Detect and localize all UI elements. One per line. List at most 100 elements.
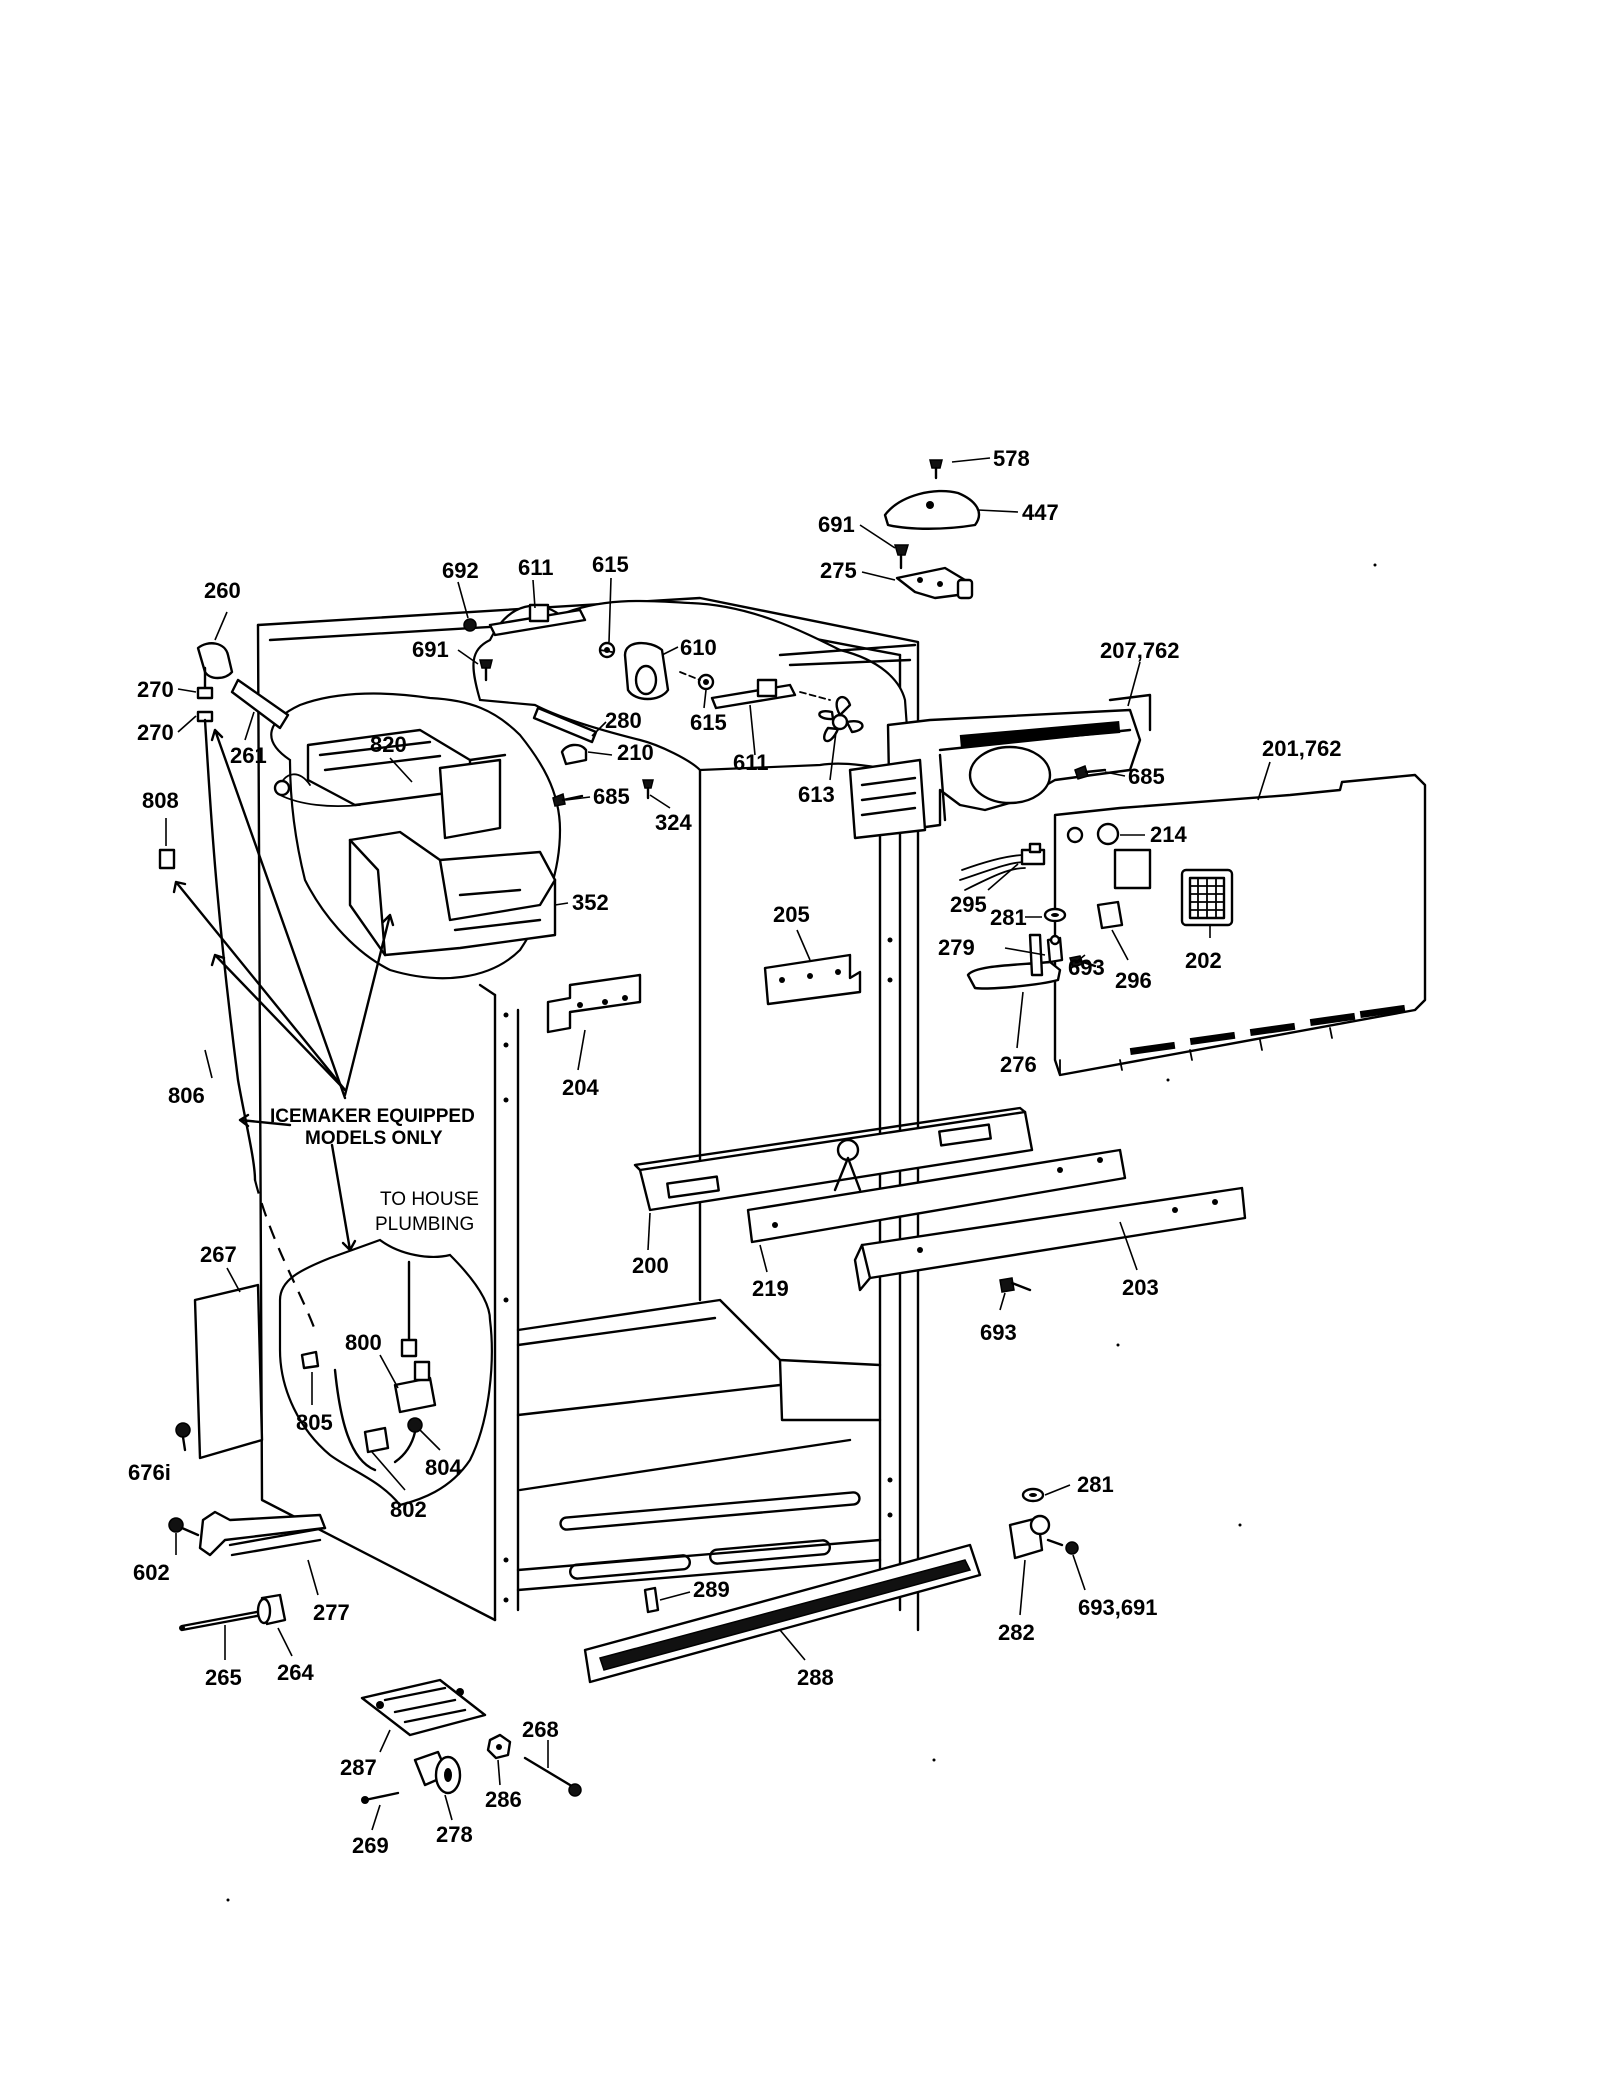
part-210-lamp: [560, 743, 588, 766]
part-578-screw: [929, 459, 943, 480]
part-278-roller: [413, 1750, 462, 1795]
label-802: 802: [390, 1497, 427, 1522]
leader-lines: [165, 457, 1271, 1831]
label-602: 602: [133, 1560, 170, 1585]
label-277: 277: [313, 1600, 350, 1625]
part-207-fan-shroud: [848, 693, 1152, 840]
label-324: 324: [655, 810, 692, 835]
part-203-rail: [853, 1186, 1247, 1292]
label-691-b: 691: [412, 637, 449, 662]
label-800: 800: [345, 1330, 382, 1355]
part-289-clip: [643, 1586, 660, 1614]
part-613-fan: [818, 695, 864, 743]
label-693-b: 693: [980, 1320, 1017, 1345]
part-286-nut: [486, 1733, 512, 1760]
plumbing-note-line2: PLUMBING: [375, 1214, 474, 1235]
part-805-clip: [300, 1350, 320, 1370]
part-281-grommet-a: [1043, 907, 1067, 923]
label-693-691: 693,691: [1078, 1595, 1158, 1620]
part-447-hinge-cover: [883, 489, 981, 530]
part-693-screw-c: [1046, 1538, 1079, 1555]
label-693-a: 693: [1068, 955, 1105, 980]
label-203: 203: [1122, 1275, 1159, 1300]
part-204-bracket: [546, 973, 642, 1034]
part-693-screw-b: [999, 1277, 1032, 1293]
part-277-bracket: [198, 1510, 327, 1557]
label-276: 276: [1000, 1052, 1037, 1077]
label-275: 275: [820, 558, 857, 583]
label-611-b: 611: [733, 750, 769, 775]
part-820-icemaker: [273, 728, 507, 840]
label-808: 808: [142, 788, 179, 813]
part-808-clamp: [158, 848, 176, 870]
label-278: 278: [436, 1822, 473, 1847]
part-279-valve: [1046, 934, 1064, 964]
label-691-a: 691: [818, 512, 855, 537]
part-691-screw-b: [479, 659, 493, 682]
notes: ICEMAKER EQUIPPED MODELS ONLY TO HOUSE P…: [270, 1106, 479, 1235]
plumbing-note-line1: TO HOUSE: [380, 1189, 479, 1210]
label-260: 260: [204, 578, 241, 603]
part-201-control-panel: [1053, 773, 1427, 1077]
label-610: 610: [680, 635, 717, 660]
label-352: 352: [572, 890, 609, 915]
plumbing-cutaway: [278, 1238, 493, 1507]
callout-arrows: [172, 728, 395, 1252]
label-804: 804: [425, 1455, 462, 1480]
label-805: 805: [296, 1410, 333, 1435]
part-265-shaft: [179, 1609, 264, 1632]
top-cutaway: [472, 599, 917, 772]
label-204: 204: [562, 1075, 599, 1100]
label-219: 219: [752, 1276, 789, 1301]
part-691-screw-a: [893, 544, 910, 570]
part-324-clip: [642, 779, 654, 800]
label-264: 264: [277, 1660, 314, 1685]
part-269-pin: [361, 1791, 400, 1804]
label-615-a: 615: [592, 552, 629, 577]
label-281-a: 281: [990, 905, 1027, 930]
label-270-b: 270: [137, 720, 174, 745]
part-276-bracket: [966, 933, 1062, 990]
label-692: 692: [442, 558, 479, 583]
part-282-roller-bracket: [1008, 1514, 1051, 1560]
part-267-panel: [193, 1283, 264, 1460]
label-288: 288: [797, 1665, 834, 1690]
label-205: 205: [773, 902, 810, 927]
part-270-nut-a: [196, 686, 214, 700]
label-281-b: 281: [1077, 1472, 1114, 1497]
part-280-pin: [532, 706, 598, 744]
label-279: 279: [938, 935, 975, 960]
part-804-fitting: [393, 1417, 423, 1464]
part-275-hinge: [895, 566, 974, 600]
label-210: 210: [617, 740, 654, 765]
label-269: 269: [352, 1833, 389, 1858]
part-685-screw-b: [1074, 764, 1107, 780]
part-202-light-shield: [1180, 868, 1234, 927]
label-214: 214: [1150, 822, 1187, 847]
part-611-bracket-a: [488, 603, 587, 637]
part-611-bracket-b: [599, 649, 831, 710]
label-295: 295: [950, 892, 987, 917]
part-214-knob: [1096, 822, 1120, 846]
part-602-screw: [168, 1517, 200, 1537]
part-260-elbow: [196, 642, 234, 692]
label-201-762: 201,762: [1262, 736, 1342, 761]
label-270-a: 270: [137, 677, 174, 702]
part-205-bracket: [763, 953, 862, 1006]
label-261: 261: [230, 743, 267, 768]
part-200-mullion: [633, 1106, 1034, 1212]
label-265: 265: [205, 1665, 242, 1690]
part-806-tube: [203, 718, 317, 1331]
part-261-tube: [230, 678, 290, 730]
label-685-a: 685: [593, 784, 630, 809]
label-289: 289: [693, 1577, 730, 1602]
part-802-tube: [333, 1368, 390, 1472]
label-282: 282: [998, 1620, 1035, 1645]
label-685-b: 685: [1128, 764, 1165, 789]
part-800-valve: [393, 1260, 437, 1414]
label-267: 267: [200, 1242, 237, 1267]
part-264-roller: [256, 1593, 287, 1626]
part-610-damper: [623, 641, 670, 701]
part-295-wire-harness: [959, 842, 1046, 891]
